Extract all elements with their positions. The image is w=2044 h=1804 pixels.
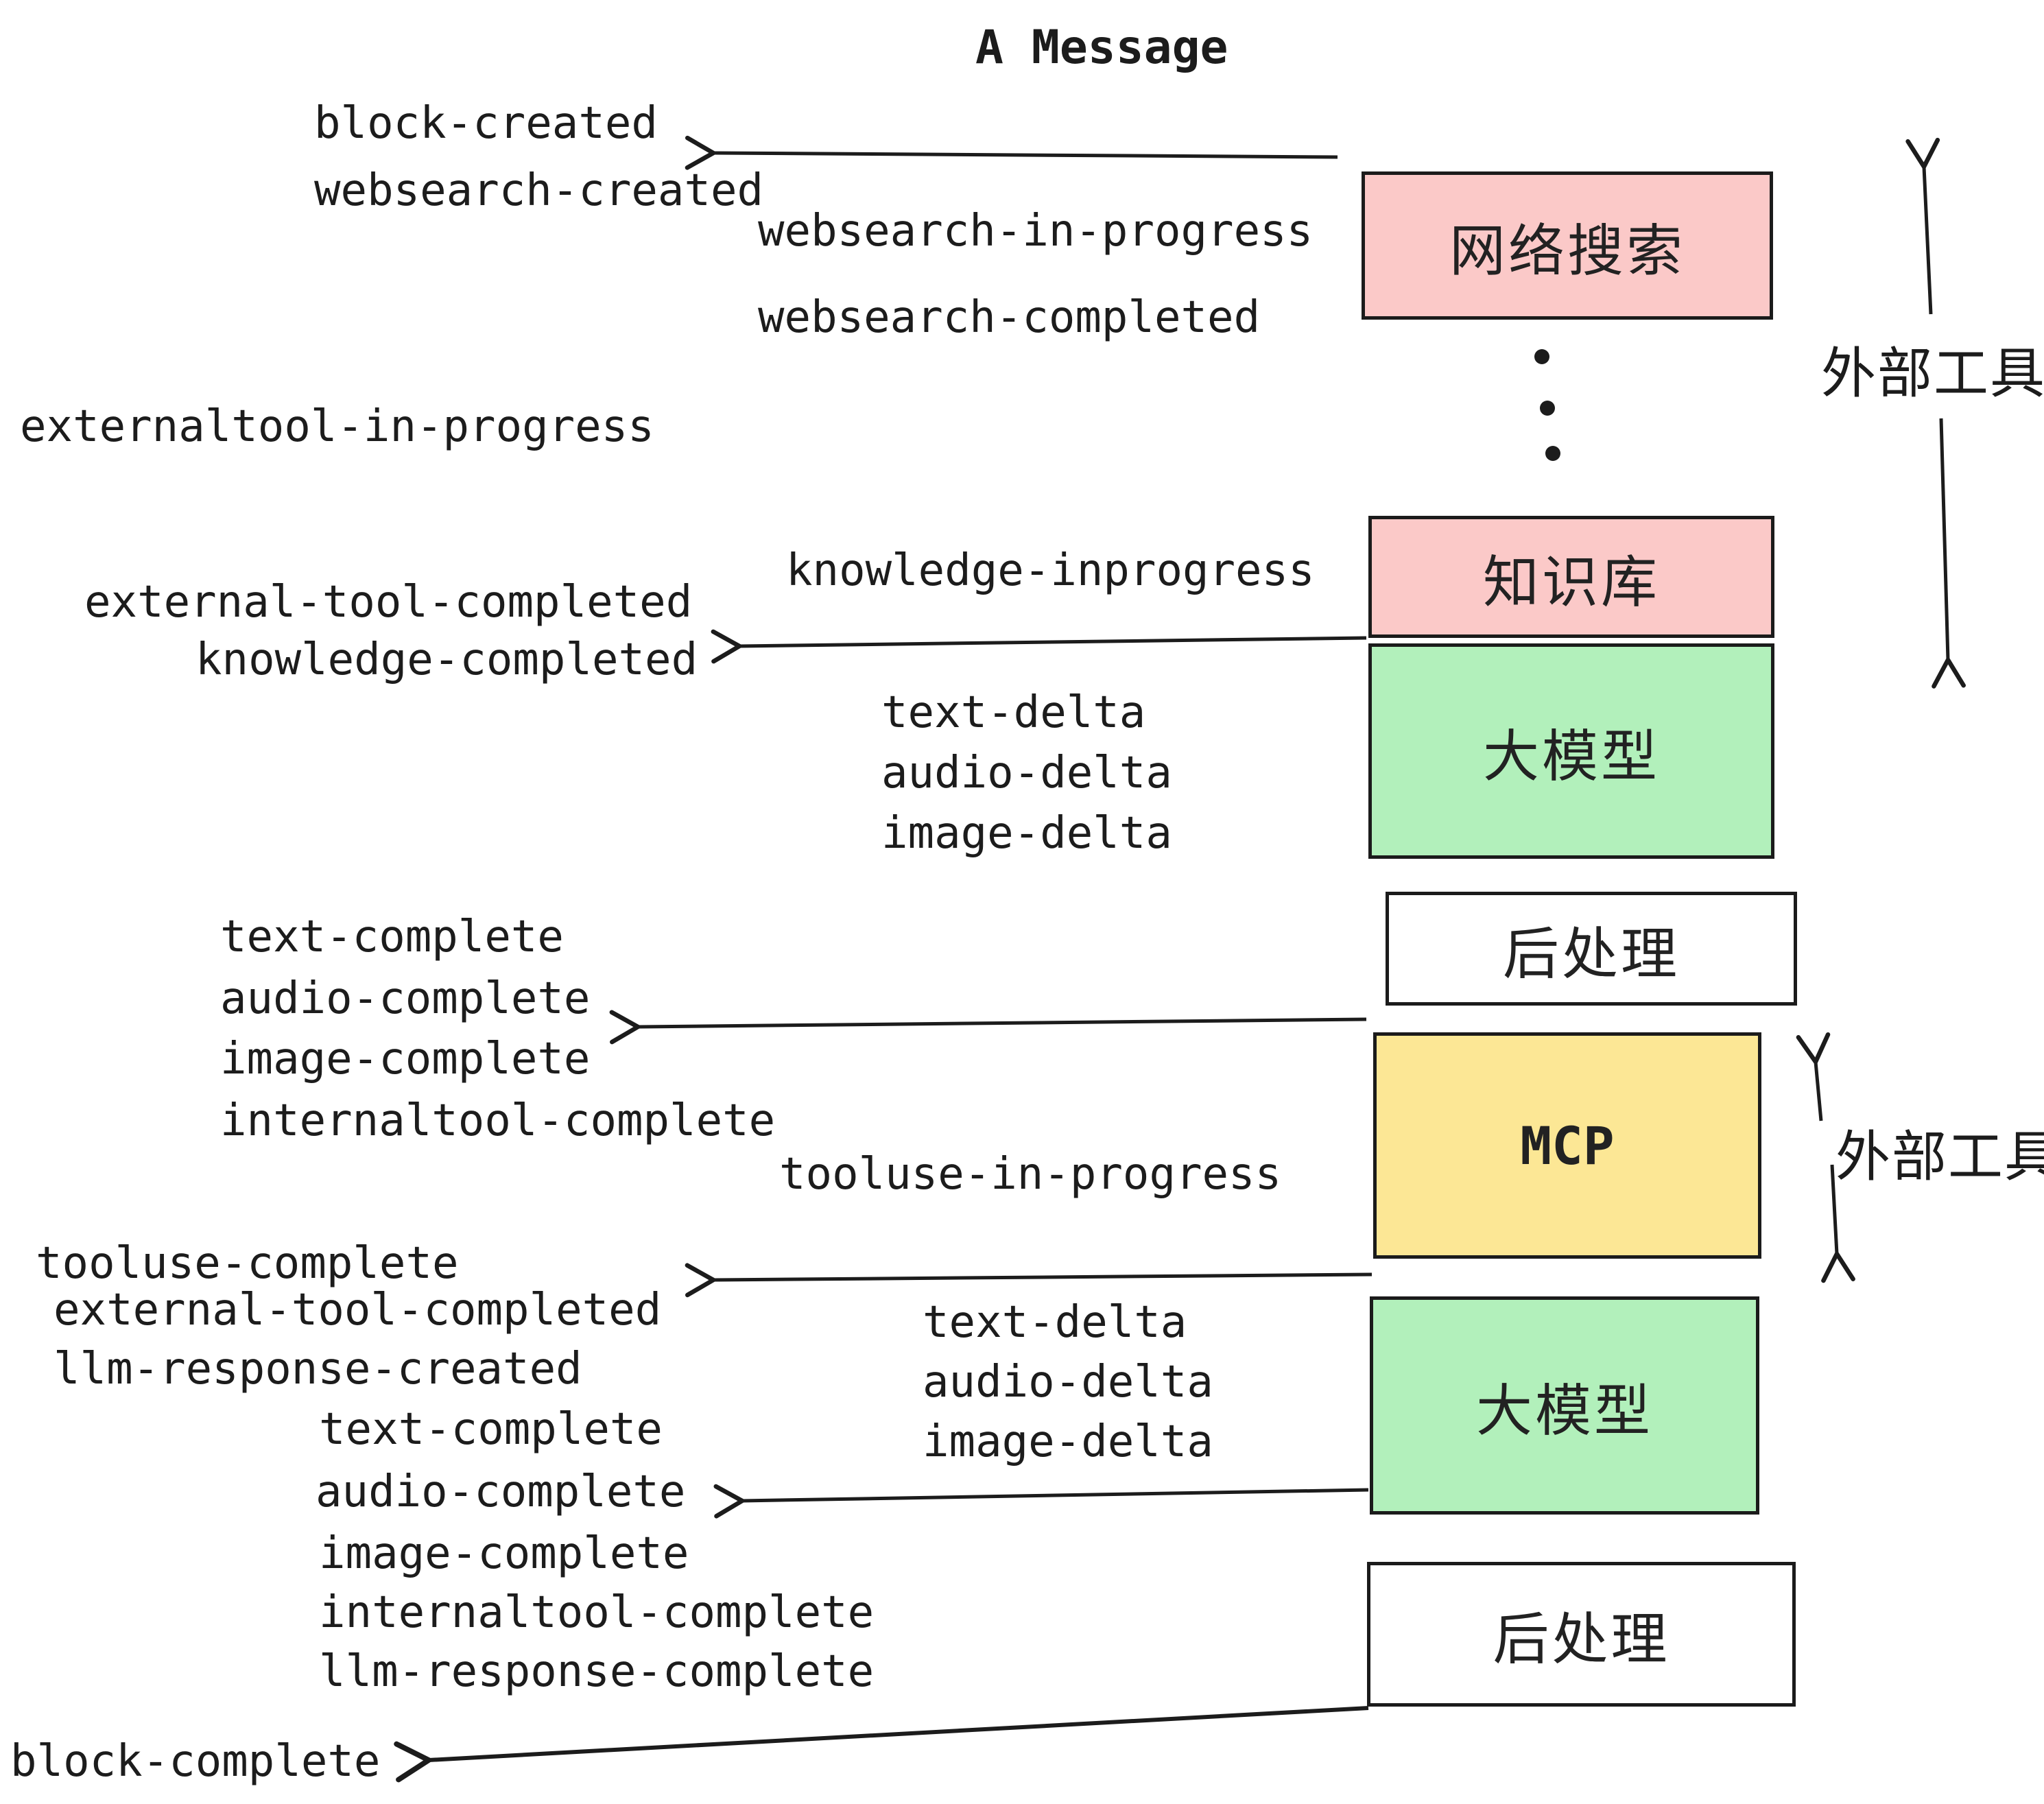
event-label-knowledge-inprogress: knowledge-inprogress (786, 545, 1315, 596)
external-tool-up-arrow-1 (1905, 137, 1940, 315)
ellipsis-dot (1545, 446, 1560, 461)
event-label-text-delta: text-delta (881, 687, 1146, 738)
ellipsis-dot (1540, 401, 1555, 416)
event-label-block-created: block-created (314, 98, 658, 149)
event-label-image-delta: image-delta (881, 808, 1172, 859)
event-label-audio-complete-2: audio-complete (316, 1467, 686, 1517)
event-label-audio-delta: audio-delta (881, 748, 1172, 798)
event-label-external-tool-completed: external-tool-completed (84, 577, 693, 628)
event-label-websearch-completed: websearch-completed (758, 292, 1261, 343)
box-mcp: MCP (1373, 1032, 1761, 1259)
box-llm-1-label: 大模型 (1482, 724, 1660, 790)
box-postprocess-1-label: 后处理 (1502, 921, 1680, 987)
external-tool-range-label-1: 外部工具 (1821, 342, 2044, 405)
page-title: A Message (975, 21, 1228, 75)
arrow-tooluse-complete (685, 1263, 1372, 1298)
box-llm-1: 大模型 (1368, 643, 1774, 859)
event-label-block-complete: block-complete (10, 1736, 381, 1787)
event-label-text-complete: text-complete (220, 912, 564, 962)
event-label-image-delta-2: image-delta (923, 1416, 1213, 1467)
event-label-audio-delta-2: audio-delta (923, 1357, 1213, 1408)
event-label-tooluse-complete: tooluse-complete (36, 1238, 459, 1289)
arrow-block-created (685, 135, 1338, 170)
arrow-block-complete (394, 1706, 1369, 1783)
box-websearch: 网络搜索 (1362, 171, 1773, 320)
external-tool-range-label-2: 外部工具 (1835, 1125, 2044, 1189)
box-llm-2-label: 大模型 (1475, 1378, 1653, 1444)
event-label-text-delta-2: text-delta (923, 1297, 1187, 1348)
event-label-internaltool-complete-2: internaltool-complete (319, 1587, 875, 1638)
box-websearch-label: 网络搜索 (1449, 218, 1685, 284)
external-tool-down-arrow-2 (1821, 1164, 1855, 1283)
event-label-knowledge-completed: knowledge-completed (195, 634, 698, 685)
box-postprocess-1: 后处理 (1386, 892, 1797, 1006)
arrow-image-complete (609, 1010, 1367, 1045)
event-label-websearch-created: websearch-created (314, 165, 764, 216)
box-mcp-label: MCP (1520, 1115, 1615, 1176)
event-label-llm-response-created: llm-response-created (54, 1344, 582, 1394)
box-knowledge: 知识库 (1368, 516, 1774, 638)
event-label-external-tool-completed-2: external-tool-completed (54, 1285, 662, 1336)
ellipsis-dot (1534, 349, 1549, 364)
external-tool-up-arrow-2 (1796, 1032, 1831, 1121)
box-postprocess-2-label: 后处理 (1493, 1607, 1670, 1672)
event-label-tooluse-in-progress: tooluse-in-progress (779, 1149, 1282, 1200)
event-label-image-complete-2: image-complete (319, 1528, 689, 1579)
box-postprocess-2: 后处理 (1367, 1562, 1796, 1707)
arrow-knowledge-completed (711, 629, 1367, 664)
event-label-externaltool-in-progress: externaltool-in-progress (20, 401, 654, 452)
event-label-websearch-in-progress: websearch-in-progress (758, 206, 1314, 257)
event-label-llm-response-complete: llm-response-complete (319, 1646, 875, 1697)
box-llm-2: 大模型 (1370, 1296, 1759, 1515)
arrow-audio-complete (713, 1484, 1369, 1519)
event-label-audio-complete: audio-complete (220, 973, 591, 1024)
external-tool-down-arrow-1 (1932, 418, 1966, 689)
event-label-image-complete: image-complete (220, 1034, 591, 1084)
event-label-internaltool-complete: internaltool-complete (220, 1095, 776, 1146)
box-knowledge-label: 知识库 (1482, 549, 1660, 615)
event-label-text-complete-2: text-complete (319, 1404, 663, 1455)
